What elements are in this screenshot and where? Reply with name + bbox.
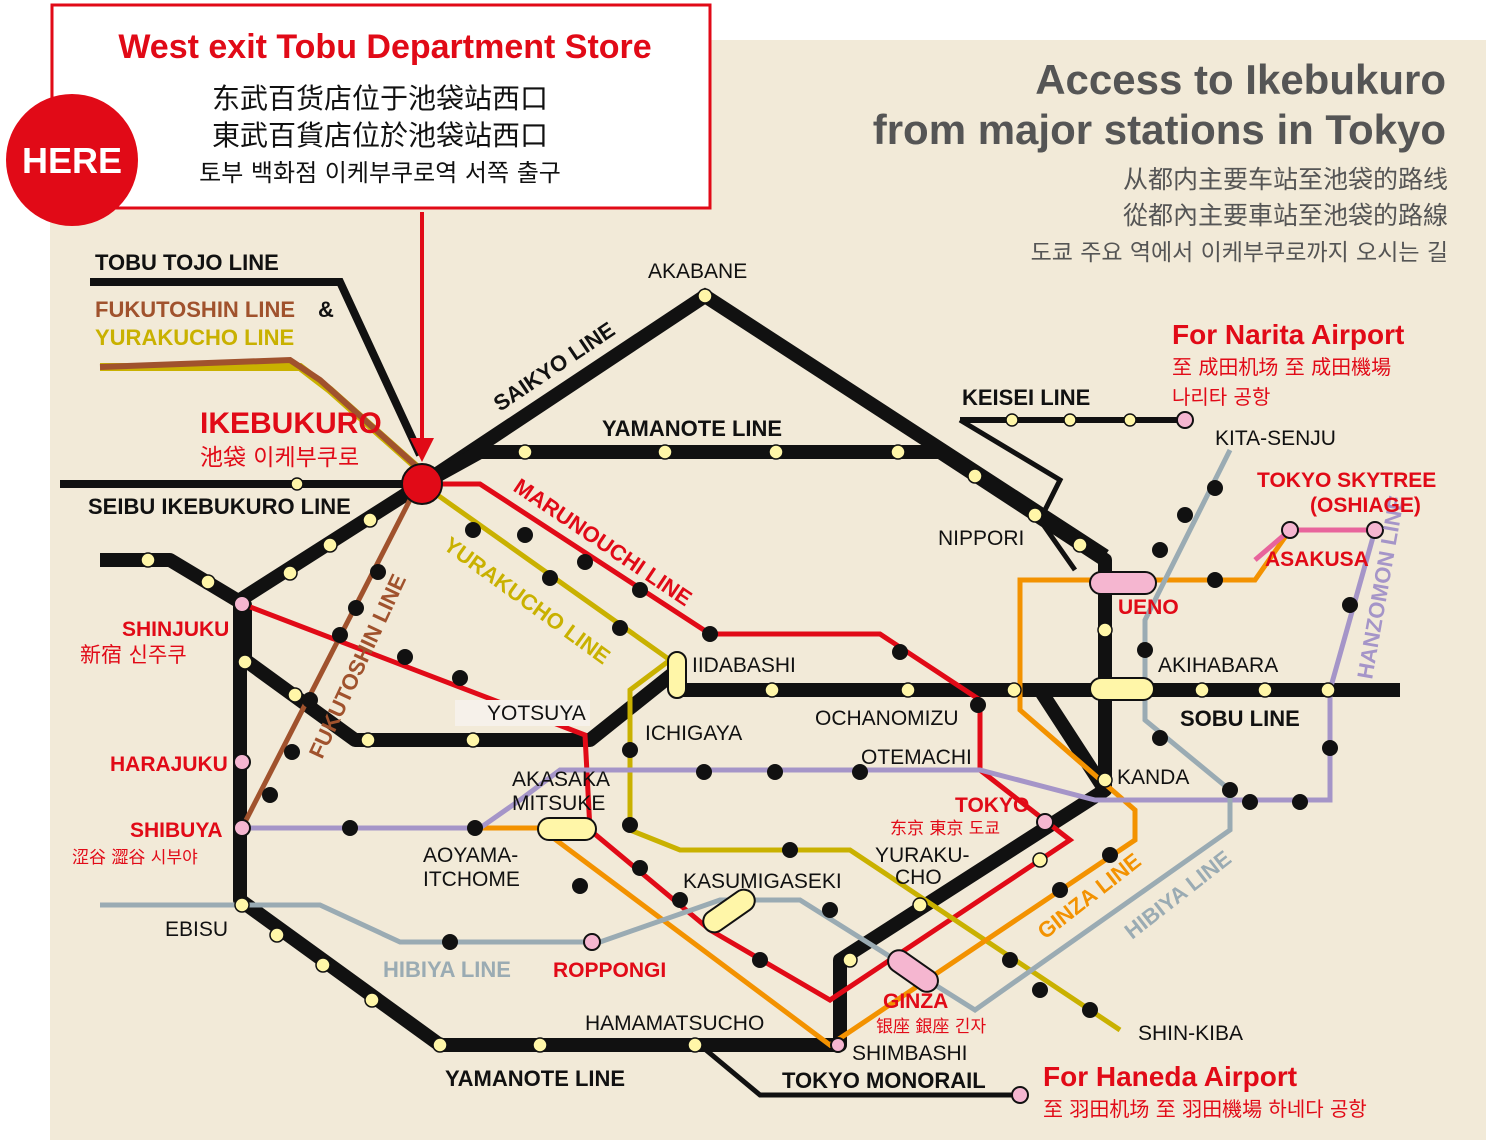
- narita-ko: 나리타 공항: [1172, 385, 1270, 409]
- station-akihabara: AKIHABARA: [1158, 654, 1278, 677]
- station-akasaka-2: MITSUKE: [512, 792, 605, 815]
- station-yotsuya: YOTSUYA: [487, 702, 586, 725]
- tobu-tojo-line: [90, 278, 424, 457]
- narita-zh: 至 成田机场 至 成田機場: [1172, 355, 1391, 379]
- station-kasumigaseki: KASUMIGASEKI: [683, 870, 842, 893]
- label-yamanote-top: YAMANOTE LINE: [602, 416, 782, 441]
- station-akabane: AKABANE: [648, 260, 747, 283]
- label-keisei: KEISEI LINE: [962, 385, 1090, 410]
- station-ebisu: EBISU: [165, 918, 228, 941]
- station-shibuya-sub: 涩谷 澀谷 시부야: [72, 848, 198, 868]
- station-iidabashi: IIDABASHI: [692, 654, 796, 677]
- station-nippori: NIPPORI: [938, 527, 1024, 550]
- station-yurakucho-2: CHO: [895, 866, 942, 889]
- callout-zh-tw: 東武百貨店位於池袋站西口: [212, 119, 548, 152]
- heading-title-1: Access to Ikebukuro: [1035, 56, 1446, 103]
- heading-ko: 도쿄 주요 역에서 이케부쿠로까지 오시는 길: [1031, 240, 1448, 266]
- label-tobu-tojo: TOBU TOJO LINE: [95, 250, 279, 275]
- haneda-title: For Haneda Airport: [1043, 1061, 1297, 1092]
- hibiya-line: [100, 448, 1233, 1014]
- yotsuya-label-bg: [455, 700, 590, 726]
- marunouchi-line: [244, 481, 1075, 1003]
- station-harajuku: HARAJUKU: [110, 753, 228, 776]
- pointer-arrowhead: [410, 438, 434, 462]
- station-ginza-sub: 银座 銀座 긴자: [876, 1017, 986, 1037]
- station-kita-senju: KITA-SENJU: [1215, 427, 1336, 450]
- subway-dots: [262, 480, 1358, 1018]
- heading-title-2: from major stations in Tokyo: [873, 106, 1446, 153]
- station-ikebukuro-sub: 池袋 이케부쿠로: [200, 445, 359, 471]
- label-sobu: SOBU LINE: [1180, 706, 1300, 731]
- station-aoyama-1: AOYAMA-: [423, 844, 518, 867]
- label-seibu: SEIBU IKEBUKURO LINE: [88, 494, 351, 519]
- station-tokyo-sub: 东京 東京 도쿄: [890, 819, 1000, 839]
- station-oshiage: (OSHIAGE): [1310, 494, 1421, 517]
- station-ichigaya: ICHIGAYA: [645, 722, 742, 745]
- haneda-sub: 至 羽田机场 至 羽田機場 하네다 공항: [1043, 1097, 1367, 1121]
- station-skytree: TOKYO SKYTREE: [1257, 469, 1436, 492]
- fukutoshin-line-west: [99, 356, 418, 468]
- station-asakusa: ASAKUSA: [1265, 548, 1369, 571]
- transfer-pills: [537, 651, 1155, 934]
- fukutoshin-line: [239, 488, 418, 830]
- narita-title: For Narita Airport: [1172, 319, 1404, 350]
- station-akasaka-1: AKASAKA: [512, 768, 610, 791]
- station-roppongi: ROPPONGI: [553, 959, 666, 982]
- map-background: [50, 40, 1486, 1140]
- ginza-line: [242, 528, 1293, 1049]
- heading-zh-tw: 從都內主要車站至池袋的路線: [1123, 201, 1448, 230]
- station-shimbashi: SHIMBASHI: [852, 1042, 968, 1065]
- station-tokyo: TOKYO: [955, 794, 1029, 817]
- station-ginza: GINZA: [883, 990, 948, 1013]
- pink-transfers: [233, 411, 1384, 1104]
- station-shinjuku-sub: 新宿 신주쿠: [80, 643, 187, 667]
- label-hibiya-bottom: HIBIYA LINE: [383, 957, 511, 982]
- station-dots: [140, 288, 1336, 1053]
- callout-title: West exit Tobu Department Store: [118, 28, 651, 66]
- station-hamamatsucho: HAMAMATSUCHO: [585, 1012, 764, 1035]
- station-otemachi: OTEMACHI: [861, 746, 972, 769]
- station-ikebukuro: IKEBUKURO: [200, 407, 382, 440]
- station-ueno: UENO: [1118, 596, 1179, 619]
- callout-zh-cn: 东武百货店位于池袋站西口: [212, 82, 548, 115]
- station-aoyama-2: ITCHOME: [423, 868, 520, 891]
- station-shin-kiba: SHIN-KIBA: [1138, 1022, 1243, 1045]
- label-yurakucho-top: YURAKUCHO LINE: [95, 325, 294, 350]
- callout-ko: 토부 백화점 이케부쿠로역 서쪽 출구: [199, 159, 561, 187]
- label-monorail: TOKYO MONORAIL: [782, 1068, 986, 1093]
- here-badge-label: HERE: [22, 140, 122, 181]
- tokyo-monorail: [698, 1043, 1020, 1098]
- hanzomon-line: [242, 529, 1378, 831]
- station-kanda: KANDA: [1117, 766, 1189, 789]
- station-yurakucho-1: YURAKU-: [875, 844, 970, 867]
- ikebukuro-station-marker: [401, 463, 443, 505]
- here-badge: [6, 94, 138, 226]
- label-yamanote-bottom: YAMANOTE LINE: [445, 1066, 625, 1091]
- keisei-branch: [958, 417, 1078, 572]
- station-shibuya: SHIBUYA: [130, 819, 223, 842]
- yamanote-line: [233, 445, 1112, 1052]
- station-ochanomizu: OCHANOMIZU: [815, 707, 959, 730]
- label-amp: &: [318, 297, 334, 322]
- heading-zh-cn: 从都内主要车站至池袋的路线: [1123, 165, 1448, 194]
- callout-box: [50, 3, 712, 210]
- label-fukutoshin: FUKUTOSHIN LINE: [95, 297, 295, 322]
- station-shinjuku: SHINJUKU: [122, 618, 229, 641]
